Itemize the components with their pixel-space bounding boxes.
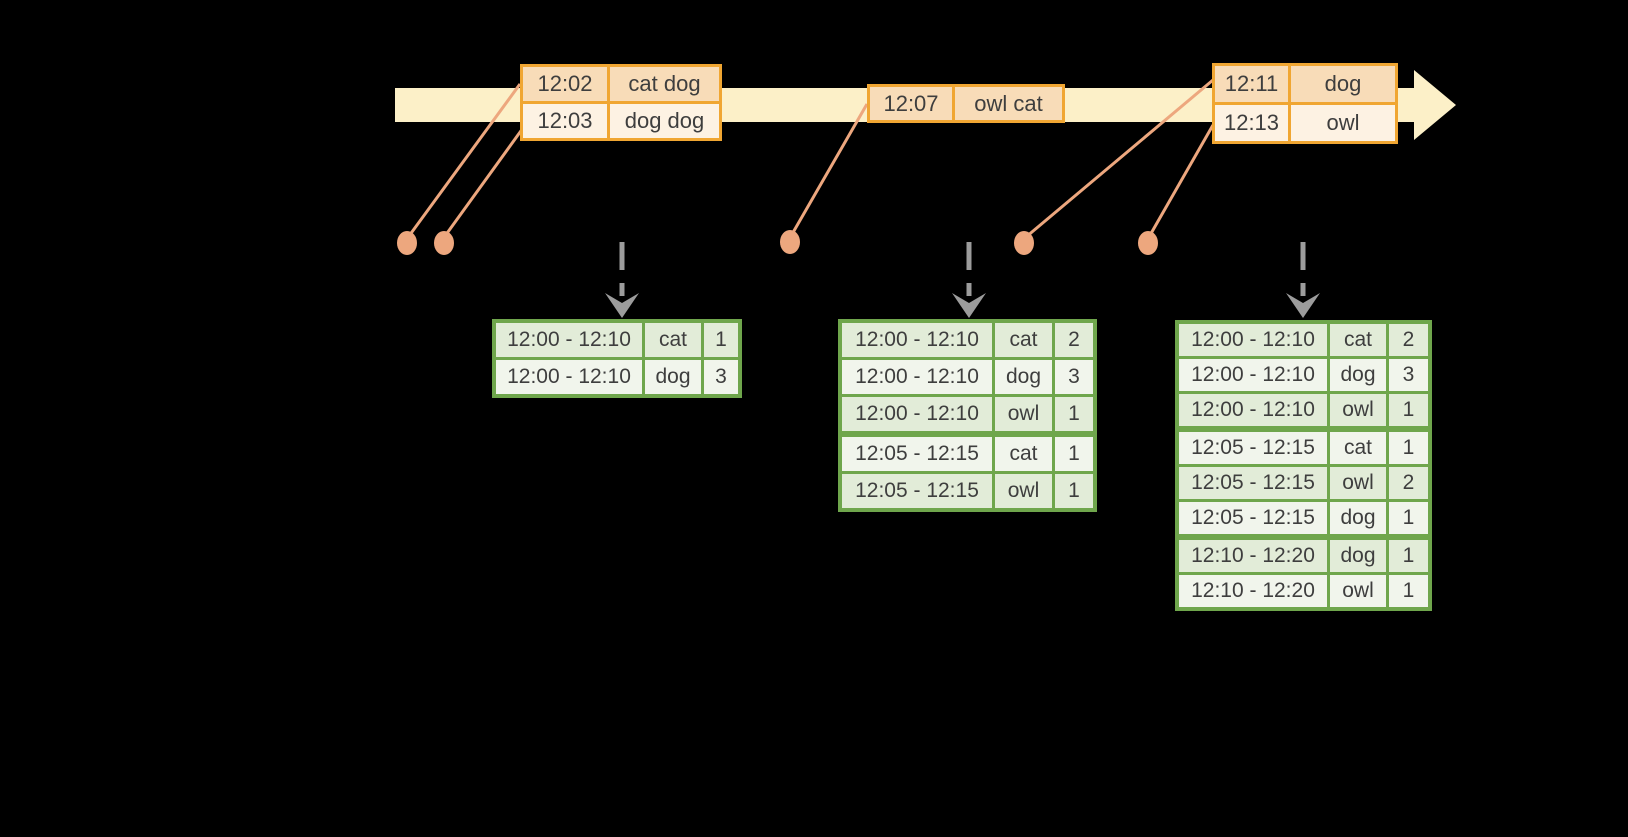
event-dot	[1138, 231, 1158, 255]
result-window-cell: 12:05 - 12:15	[1179, 467, 1327, 499]
event-words-cell: dog dog	[610, 104, 719, 138]
result-word-cell: owl	[1330, 394, 1386, 426]
result-count-cell: 1	[704, 323, 738, 357]
event-time-cell: 12:03	[523, 104, 607, 138]
connector-line	[407, 83, 522, 237]
connector-line	[1025, 78, 1214, 239]
result-window-cell: 12:00 - 12:10	[842, 360, 992, 394]
event-dot	[434, 231, 454, 255]
event-words-cell: owl cat	[955, 87, 1062, 120]
result-window-cell: 12:05 - 12:15	[842, 474, 992, 508]
event-time-cell: 12:11	[1215, 66, 1288, 102]
result-window-cell: 12:05 - 12:15	[1179, 432, 1327, 464]
result-window-cell: 12:00 - 12:10	[1179, 394, 1327, 426]
trigger-arrow	[1286, 242, 1320, 318]
event-time-cell: 12:02	[523, 67, 607, 101]
event-time-cell: 12:07	[870, 87, 952, 120]
result-window-cell: 12:00 - 12:10	[1179, 359, 1327, 391]
result-count-cell: 2	[1389, 324, 1428, 356]
result-word-cell: dog	[1330, 359, 1386, 391]
result-count-cell: 1	[1055, 474, 1093, 508]
result-count-cell: 1	[1055, 397, 1093, 431]
result-count-cell: 1	[1389, 394, 1428, 426]
result-window-cell: 12:00 - 12:10	[842, 397, 992, 431]
result-word-cell: owl	[1330, 467, 1386, 499]
result-word-cell: cat	[995, 323, 1052, 357]
arrow-down-icon	[605, 293, 639, 318]
trigger-arrow	[605, 242, 639, 318]
result-word-cell: owl	[995, 397, 1052, 431]
event-dot	[397, 231, 417, 255]
result-window-cell: 12:05 - 12:15	[842, 437, 992, 471]
result-count-cell: 1	[1389, 540, 1428, 572]
trigger-arrow	[952, 242, 986, 318]
result-window-cell: 12:10 - 12:20	[1179, 540, 1327, 572]
arrow-down-icon	[1286, 293, 1320, 318]
result-word-cell: cat	[1330, 432, 1386, 464]
result-count-cell: 3	[1055, 360, 1093, 394]
result-window-cell: 12:00 - 12:10	[496, 323, 642, 357]
result-word-cell: owl	[995, 474, 1052, 508]
result-count-cell: 2	[1389, 467, 1428, 499]
result-count-cell: 3	[704, 360, 738, 394]
result-count-cell: 1	[1055, 437, 1093, 471]
result-word-cell: dog	[1330, 540, 1386, 572]
result-window-cell: 12:00 - 12:10	[842, 323, 992, 357]
connector-line	[789, 103, 869, 237]
arrow-down-icon	[952, 293, 986, 318]
event-time-cell: 12:13	[1215, 105, 1288, 141]
result-count-cell: 3	[1389, 359, 1428, 391]
result-word-cell: dog	[645, 360, 701, 394]
result-word-cell: cat	[645, 323, 701, 357]
result-word-cell: cat	[1330, 324, 1386, 356]
event-words-cell: cat dog	[610, 67, 719, 101]
connector-line	[443, 127, 525, 237]
result-count-cell: 1	[1389, 502, 1428, 534]
event-dot	[1014, 231, 1034, 255]
result-window-cell: 12:10 - 12:20	[1179, 575, 1327, 607]
result-window-cell: 12:05 - 12:15	[1179, 502, 1327, 534]
result-count-cell: 1	[1389, 575, 1428, 607]
result-count-cell: 2	[1055, 323, 1093, 357]
result-window-cell: 12:00 - 12:10	[496, 360, 642, 394]
connector-line	[1147, 124, 1215, 238]
result-word-cell: owl	[1330, 575, 1386, 607]
result-word-cell: dog	[1330, 502, 1386, 534]
result-window-cell: 12:00 - 12:10	[1179, 324, 1327, 356]
result-word-cell: dog	[995, 360, 1052, 394]
event-words-cell: owl	[1291, 105, 1395, 141]
event-dot	[780, 230, 800, 254]
event-words-cell: dog	[1291, 66, 1395, 102]
timeline-arrowhead-icon	[1414, 70, 1456, 140]
result-count-cell: 1	[1389, 432, 1428, 464]
result-word-cell: cat	[995, 437, 1052, 471]
